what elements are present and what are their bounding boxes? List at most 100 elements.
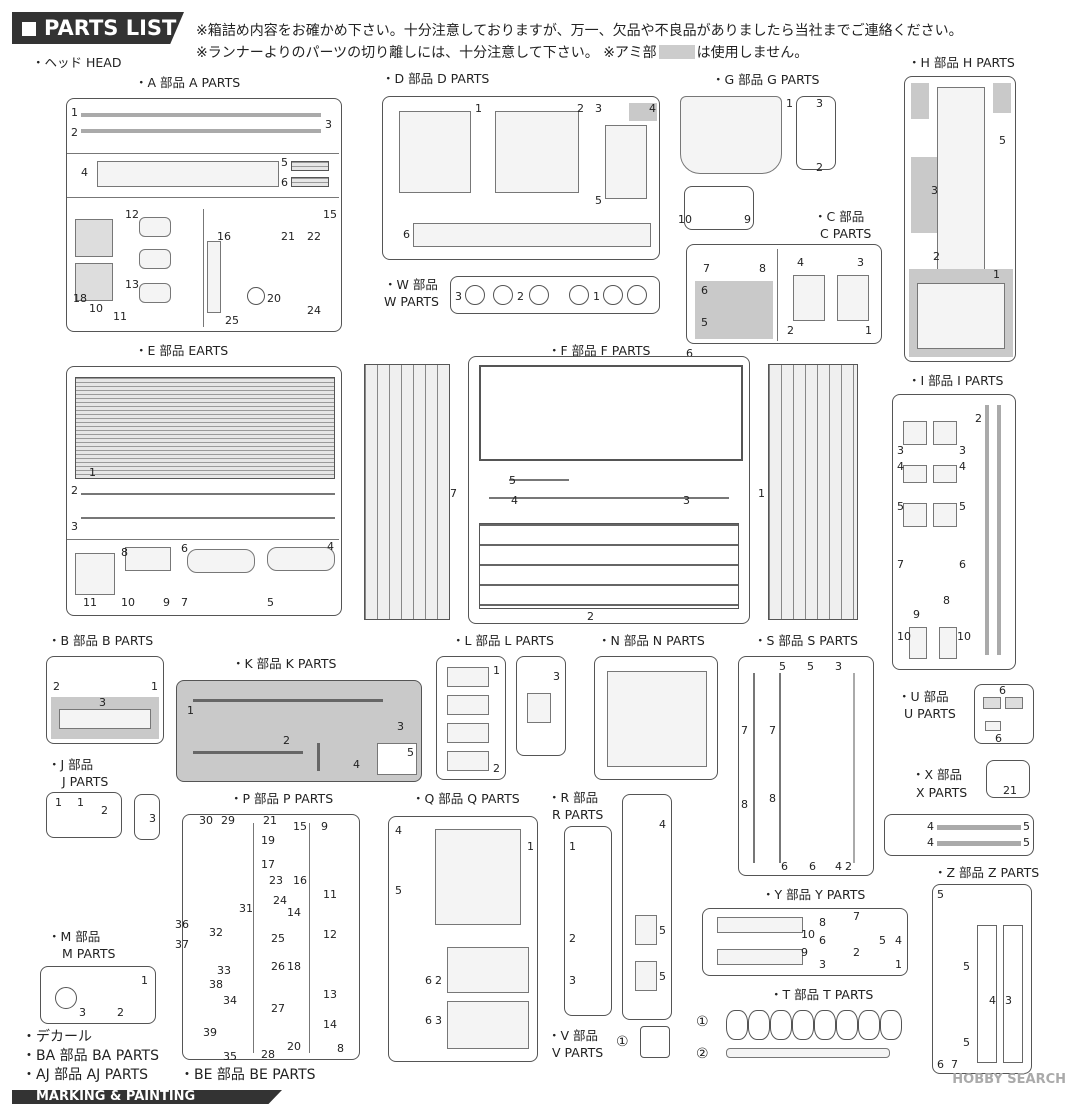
l-part-3 <box>527 693 551 723</box>
a-num-1: 1 <box>71 106 78 119</box>
y-part-9 <box>717 949 803 965</box>
i-num-2: 2 <box>975 412 982 425</box>
p-parts-sprue: 30 29 21 15 9 19 17 23 16 24 31 14 36 32… <box>175 814 360 1063</box>
u-num-6: 6 <box>999 684 1006 697</box>
q-parts-label: ・Q 部品 Q PARTS <box>412 791 520 806</box>
z-num-5c: 5 <box>963 1036 970 1049</box>
k-parts-label: ・K 部品 K PARTS <box>232 656 337 671</box>
b-num-1: 1 <box>151 680 158 693</box>
a-num-2: 2 <box>71 126 78 139</box>
f-num-7: 7 <box>450 487 457 500</box>
y-parts-label: ・Y 部品 Y PARTS <box>762 887 866 902</box>
m-num-2: 2 <box>117 1006 124 1019</box>
m-num-1: 1 <box>141 974 148 987</box>
s-num-5: 5 <box>779 660 786 673</box>
note-line-2: ※ランナーよりのパーツの切り離しには、十分注意して下さい。 ※アミ部は使用しませ… <box>196 44 808 62</box>
k-num-4: 4 <box>353 758 360 771</box>
h-parts-sprue: 5 3 2 1 <box>904 76 1016 362</box>
t-part-2 <box>726 1048 890 1058</box>
z-num-5b: 5 <box>963 960 970 973</box>
p-num-14b: 14 <box>323 1018 337 1031</box>
s-num-2: 2 <box>845 860 852 873</box>
t-tire-3 <box>770 1010 792 1040</box>
a-parts-label: ・A 部品 A PARTS <box>135 75 241 90</box>
s-part-7a <box>753 673 755 863</box>
q-parts-sprue: 4 1 5 6 2 6 3 <box>388 816 538 1062</box>
h-num-3: 3 <box>931 184 938 197</box>
e-num-7: 7 <box>181 596 188 609</box>
p-num-24: 24 <box>273 894 287 907</box>
f-side-panel-left <box>364 364 450 620</box>
f-num-2: 2 <box>587 610 594 623</box>
f-side-panel-right <box>768 364 858 620</box>
r-num-4: 4 <box>659 818 666 831</box>
r-parts-label-2: R PARTS <box>552 807 604 822</box>
r-num-5b: 5 <box>659 970 666 983</box>
w-num-1: 1 <box>593 290 600 303</box>
w-part-3b <box>627 285 647 305</box>
c-part-5-6 <box>695 281 773 339</box>
p-num-20: 20 <box>287 1040 301 1053</box>
e-num-6: 6 <box>181 542 188 555</box>
i-num-3: 3 <box>897 444 904 457</box>
q-part-panel-1 <box>447 947 529 993</box>
e-num-4: 4 <box>327 540 334 553</box>
q-part-1 <box>435 829 521 925</box>
d-part-6 <box>413 223 651 247</box>
x-parts-label-2: X PARTS <box>916 785 968 800</box>
e-part-1 <box>75 377 335 479</box>
a-part-8 <box>75 263 113 301</box>
n-parts-label: ・N 部品 N PARTS <box>598 633 705 648</box>
h-num-2: 2 <box>933 250 940 263</box>
e-num-11: 11 <box>83 596 97 609</box>
b-part-3-grille <box>59 709 151 729</box>
u-num-6b: 6 <box>995 732 1002 745</box>
q-part-panel-2 <box>447 1001 529 1049</box>
a-part-16 <box>207 241 221 313</box>
j-parts-sprue: 1 1 2 <box>46 792 122 838</box>
j-num-1: 1 <box>55 796 62 809</box>
x-parts-sprue-1: 21 <box>986 760 1030 798</box>
f-num-5: 5 <box>509 474 516 487</box>
g-part-3 <box>796 96 836 170</box>
w-num-3: 3 <box>455 290 462 303</box>
d-num-6: 6 <box>403 228 410 241</box>
s-part-7b <box>779 673 781 863</box>
t-tire-8 <box>880 1010 902 1040</box>
m-part-3 <box>55 987 77 1009</box>
e-num-10: 10 <box>121 596 135 609</box>
parts-list-title: PARTS LIST <box>44 16 177 40</box>
i-num-3b: 3 <box>959 444 966 457</box>
k-num-1: 1 <box>187 704 194 717</box>
note-line-2b: は使用しません。 <box>696 45 809 61</box>
y-num-8: 8 <box>819 916 826 929</box>
z-num-4: 4 <box>989 994 996 1007</box>
s-num-8b: 8 <box>769 792 776 805</box>
extra-decal: ・デカール <box>22 1029 92 1045</box>
p-num-19: 19 <box>261 834 275 847</box>
p-num-18: 18 <box>287 960 301 973</box>
a-part-26 <box>247 287 265 305</box>
p-num-37: 37 <box>175 938 189 951</box>
x-num-5b: 5 <box>1023 836 1030 849</box>
a-part-14 <box>139 283 171 303</box>
b-num-3: 3 <box>99 696 106 709</box>
t-num-c2: ② <box>696 1046 709 1062</box>
l-num-3: 3 <box>553 670 560 683</box>
i-part-3b <box>933 421 957 445</box>
w-part-2b <box>529 285 549 305</box>
i-num-5b: 5 <box>959 500 966 513</box>
y-num-1: 1 <box>895 958 902 971</box>
c-parts-label-2: C PARTS <box>820 226 872 241</box>
q-num-2: 2 <box>435 974 442 987</box>
a-divider-2 <box>67 197 339 198</box>
h-part-3 <box>911 157 939 233</box>
c-num-8: 8 <box>759 262 766 275</box>
t-num-c1: ① <box>696 1014 709 1030</box>
l-num-1: 1 <box>493 664 500 677</box>
g-parts-label: ・G 部品 G PARTS <box>712 72 820 87</box>
y-num-2: 2 <box>853 946 860 959</box>
t-tire-1 <box>726 1010 748 1040</box>
c-num-4: 4 <box>797 256 804 269</box>
i-parts-sprue: 2 3 3 4 4 5 5 7 6 8 9 10 10 <box>892 394 1016 670</box>
